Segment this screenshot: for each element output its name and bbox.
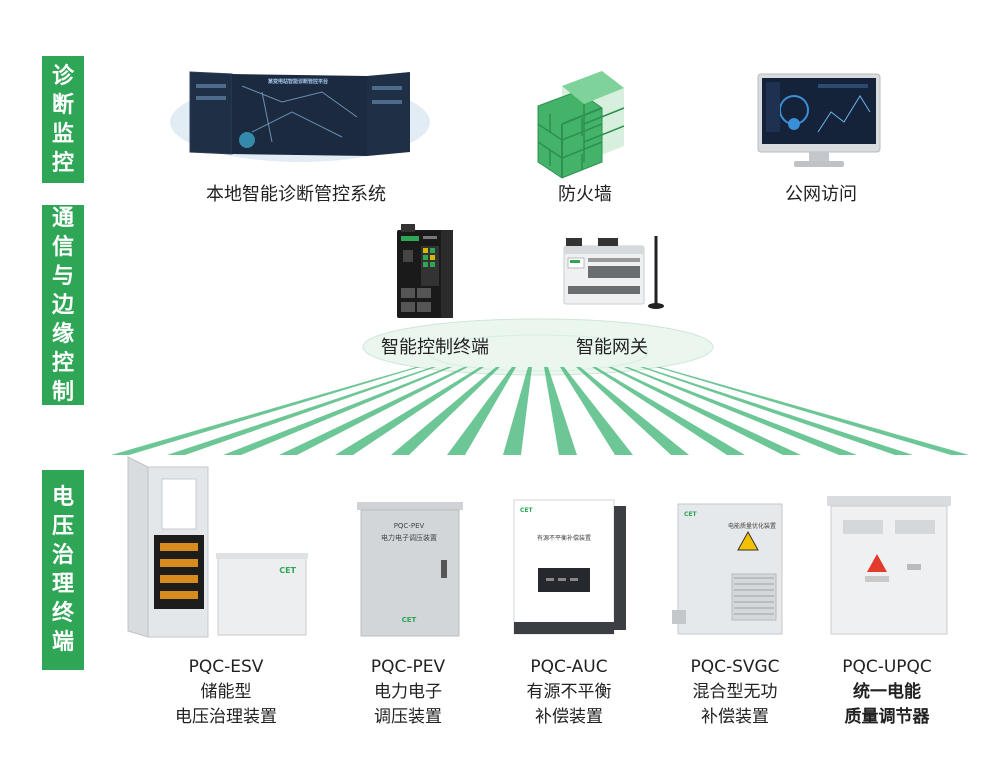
cet-logo: CET: [279, 566, 296, 575]
product-line2: 电压治理装置: [175, 707, 277, 727]
svgc-plate: 电能质量优化装置: [728, 522, 776, 530]
signal-beam: [560, 367, 633, 455]
signal-beam: [279, 367, 468, 455]
section-char: 断: [51, 92, 74, 118]
section-char: 控: [51, 150, 74, 176]
product-label-esv: PQC-ESV 储能型 电压治理装置: [151, 655, 301, 730]
smart-gateway-label: 智能网关: [576, 337, 648, 358]
auc-plate: 有源不平衡补偿装置: [537, 534, 591, 542]
signal-beam: [624, 367, 857, 455]
public-access-label: 公网访问: [785, 184, 857, 205]
edge-ring-inner: [427, 334, 649, 372]
signal-beam: [544, 367, 577, 455]
product-label-upqc: PQC-UPQC 统一电能 质量调节器: [812, 655, 962, 730]
section-char: 诊: [51, 63, 74, 89]
pqc-svgc-device: CET 电能质量优化装置: [672, 503, 783, 635]
product-model: PQC-ESV: [188, 657, 264, 677]
product-model: PQC-UPQC: [842, 657, 932, 677]
product-label-pev: PQC-PEV 电力电子 调压装置: [333, 655, 483, 730]
section-char: 与: [51, 263, 74, 289]
section-char: 终: [51, 601, 74, 626]
section-label-comms: 通 信 与 边 缘 控 制: [42, 205, 84, 405]
section-char: 端: [51, 630, 74, 655]
signal-beam: [608, 367, 801, 455]
product-line2: 补偿装置: [535, 707, 603, 727]
product-line2: 质量调节器: [844, 707, 930, 727]
signal-beam: [656, 367, 969, 455]
monitor-icon: [757, 73, 881, 167]
section-char: 边: [51, 292, 74, 318]
smart-controller-label: 智能控制终端: [381, 337, 489, 358]
signal-beam: [447, 367, 516, 455]
section-char: 理: [51, 572, 74, 597]
pev-plate-model: PQC-PEV: [394, 522, 425, 530]
section-char: 压: [51, 514, 74, 539]
product-line1: 有源不平衡: [526, 682, 612, 702]
cet-logo: CET: [684, 511, 698, 518]
product-model: PQC-SVGC: [690, 657, 780, 677]
signal-beam: [640, 367, 913, 455]
signal-beam: [111, 367, 420, 455]
product-line1: 混合型无功: [692, 682, 778, 702]
firewall-icon: [537, 71, 625, 179]
firewall-label: 防火墙: [558, 184, 612, 205]
video-wall-illustration: 某变电站智能诊断管控平台: [170, 71, 430, 162]
signal-beam: [391, 367, 500, 455]
product-line1: 电力电子: [374, 682, 442, 702]
section-char: 治: [51, 543, 74, 568]
section-char: 缘: [51, 321, 74, 347]
section-label-terminals: 电 压 治 理 终 端: [42, 470, 84, 670]
smart-gateway-device: [563, 236, 664, 309]
product-model: PQC-AUC: [530, 657, 608, 677]
signal-beam: [503, 367, 532, 455]
signal-beam: [592, 367, 745, 455]
pev-plate-name: 电力电子调压装置: [381, 533, 437, 542]
product-line1: 统一电能: [853, 682, 921, 702]
product-model: PQC-PEV: [370, 657, 446, 677]
section-char: 电: [51, 485, 74, 510]
signal-beam: [335, 367, 484, 455]
product-line2: 调压装置: [374, 707, 442, 727]
section-char: 通: [51, 205, 74, 231]
section-char: 信: [51, 234, 74, 260]
pqc-upqc-device: [827, 496, 951, 635]
smart-controller-device: [397, 224, 453, 318]
signal-beam: [167, 367, 436, 455]
product-label-auc: PQC-AUC 有源不平衡 补偿装置: [494, 655, 644, 730]
section-char: 监: [51, 121, 74, 147]
signal-beam: [223, 367, 452, 455]
local-diagnosis-system-label: 本地智能诊断管控系统: [206, 184, 386, 205]
edge-network-beams: [111, 318, 969, 455]
signal-beam: [576, 367, 689, 455]
pqc-auc-device: CET 有源不平衡补偿装置: [513, 499, 626, 635]
screen-title: 某变电站智能诊断管控平台: [268, 78, 328, 85]
section-char: 控: [51, 350, 74, 376]
section-label-diagnosis: 诊 断 监 控: [42, 56, 84, 183]
product-line1: 储能型: [200, 682, 252, 702]
product-label-svgc: PQC-SVGC 混合型无功 补偿装置: [660, 655, 810, 730]
product-line2: 补偿装置: [701, 707, 769, 727]
section-char: 制: [51, 379, 74, 405]
cet-logo: CET: [520, 507, 534, 514]
pqc-esv-device: CET: [127, 456, 308, 638]
cet-logo: CET: [402, 616, 417, 624]
pqc-pev-device: PQC-PEV 电力电子调压装置 CET: [357, 502, 463, 637]
edge-ring: [362, 318, 714, 376]
